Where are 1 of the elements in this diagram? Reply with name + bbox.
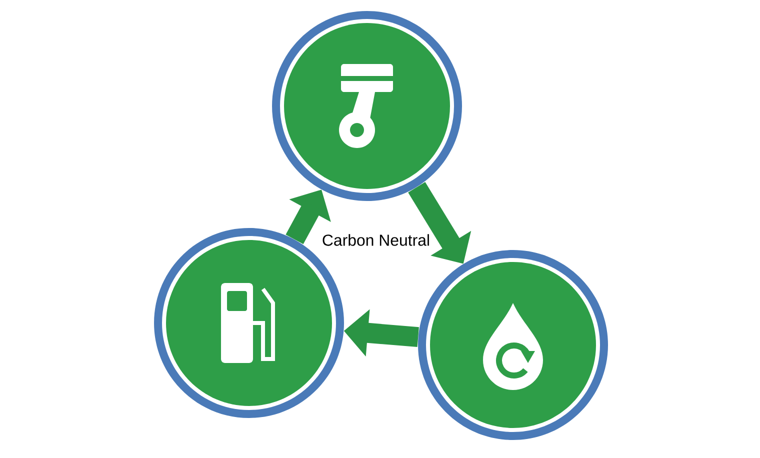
center-label: Carbon Neutral xyxy=(322,234,429,246)
